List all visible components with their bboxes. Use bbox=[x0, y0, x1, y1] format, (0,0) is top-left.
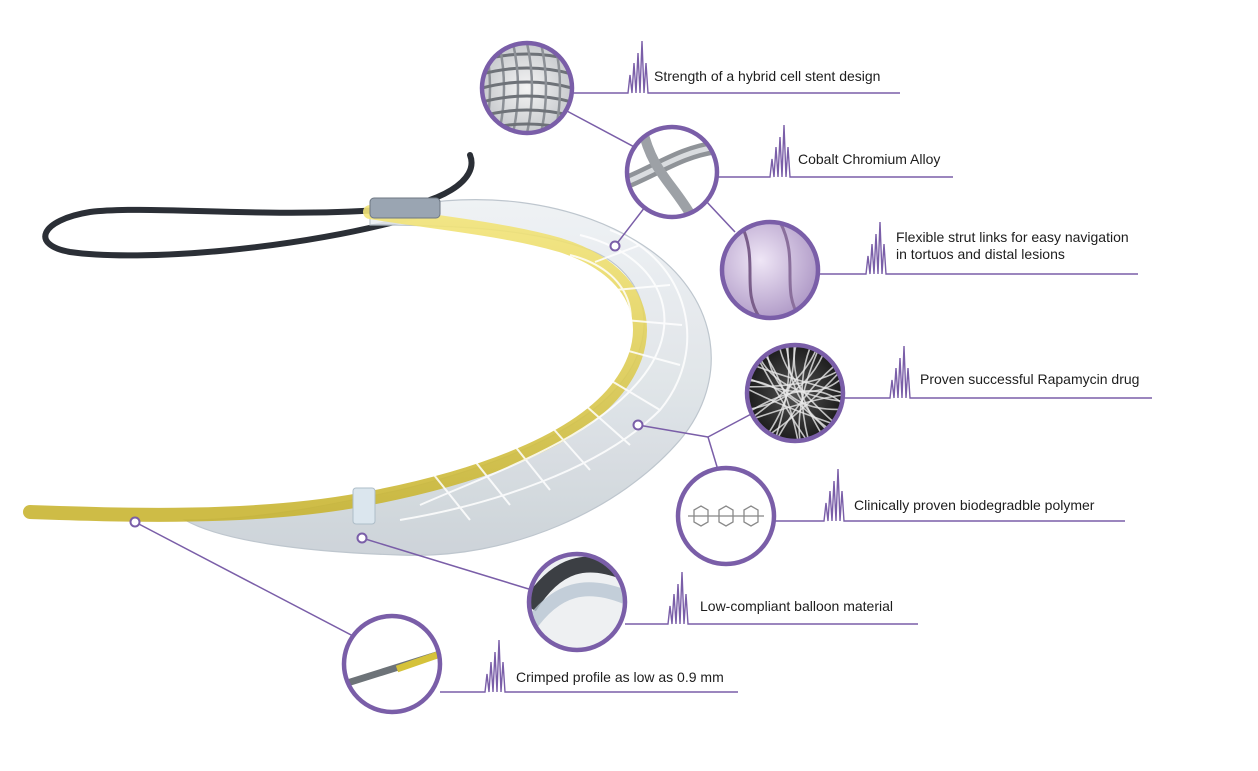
detail-ring-balloon-material bbox=[526, 551, 628, 653]
callout-label-crimped-profile: Crimped profile as low as 0.9 mm bbox=[516, 669, 724, 686]
detail-circle-biodegradable-polymer bbox=[678, 468, 774, 564]
inner-catheter bbox=[23, 205, 647, 522]
callout-text-line: Clinically proven biodegradble polymer bbox=[854, 497, 1095, 513]
callout-text-line: in tortuos and distal lesions bbox=[896, 246, 1065, 262]
signal-underline-balloon-material bbox=[625, 571, 918, 625]
signal-underline-flexible-links bbox=[818, 221, 1138, 275]
detail-ring-cobalt-chromium bbox=[624, 124, 720, 220]
callout-label-biodegradable-polymer: Clinically proven biodegradble polymer bbox=[854, 497, 1094, 514]
leader-lines bbox=[134, 109, 756, 638]
signal-underline-rapamycin bbox=[843, 345, 1152, 399]
detail-ring-rapamycin bbox=[744, 342, 846, 444]
callout-text-line: Strength of a hybrid cell stent design bbox=[654, 68, 881, 84]
detail-ring-crimped-profile bbox=[341, 613, 443, 715]
stent-mesh bbox=[399, 229, 689, 521]
callout-text-line: Flexible strut links for easy navigation bbox=[896, 229, 1129, 245]
callout-label-flexible-links: Flexible strut links for easy navigation… bbox=[896, 229, 1129, 263]
callout-label-rapamycin: Proven successful Rapamycin drug bbox=[920, 371, 1139, 388]
signal-underline-hybrid-cell-design bbox=[572, 40, 900, 94]
detail-ring-biodegradable-polymer bbox=[675, 465, 777, 567]
anchor-dots bbox=[129, 240, 644, 544]
detail-circle-crimped-profile bbox=[344, 616, 440, 712]
detail-ring-flexible-links bbox=[719, 219, 821, 321]
callout-label-hybrid-cell-design: Strength of a hybrid cell stent design bbox=[654, 68, 880, 85]
callout-text-line: Proven successful Rapamycin drug bbox=[920, 371, 1140, 387]
detail-circle-cobalt-chromium bbox=[627, 127, 717, 217]
marker-band-proximal bbox=[369, 197, 441, 219]
signal-underline-biodegradable-polymer bbox=[774, 468, 1125, 522]
signal-underline-crimped-profile bbox=[440, 639, 738, 693]
callout-label-balloon-material: Low-compliant balloon material bbox=[700, 598, 893, 615]
signal-underline-cobalt-chromium bbox=[717, 124, 953, 178]
detail-circle-balloon-material bbox=[529, 554, 625, 650]
balloon-body bbox=[182, 199, 712, 556]
callout-text-line: Crimped profile as low as 0.9 mm bbox=[516, 669, 724, 685]
callout-label-cobalt-chromium: Cobalt Chromium Alloy bbox=[798, 151, 940, 168]
detail-ring-hybrid-cell-design bbox=[479, 40, 575, 136]
detail-circle-rapamycin bbox=[747, 345, 843, 441]
callout-text-line: Low-compliant balloon material bbox=[700, 598, 893, 614]
callout-text-line: Cobalt Chromium Alloy bbox=[798, 151, 941, 167]
marker-band-distal bbox=[352, 487, 376, 525]
